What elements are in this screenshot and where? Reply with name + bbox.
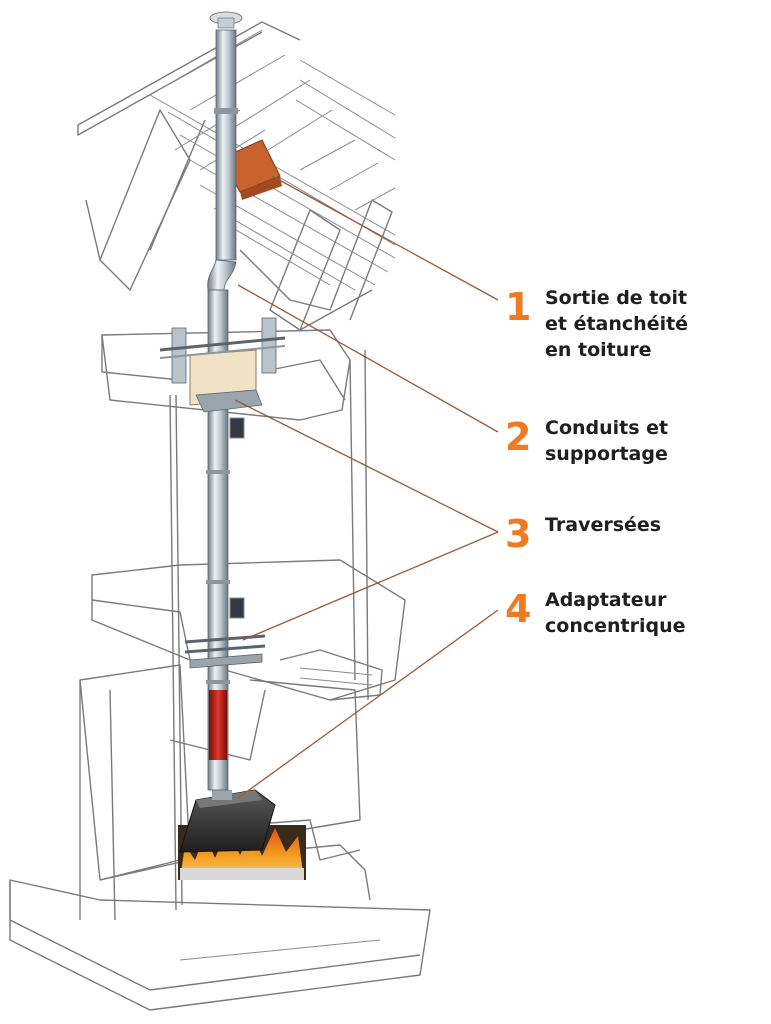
callout-number: 3 xyxy=(505,512,532,556)
callout-number: 1 xyxy=(505,285,532,329)
leader-line-1 xyxy=(271,175,499,301)
callout-label: Adaptateur concentrique xyxy=(545,589,686,637)
leader-line-3a xyxy=(234,399,499,533)
middle-slab xyxy=(91,559,406,701)
lower-traverse-support xyxy=(184,597,266,669)
upper-traverse-support xyxy=(159,317,286,439)
callout-label: Traversées xyxy=(545,514,662,536)
leader-lines xyxy=(234,175,499,799)
callout-3: 3 Traversées xyxy=(505,512,662,556)
fireplace-body xyxy=(9,664,431,1011)
leader-line-3b xyxy=(242,531,499,641)
upper-slab xyxy=(101,329,369,911)
callout-4: 4 Adaptateur concentrique xyxy=(505,587,686,639)
concentric-adapter xyxy=(179,789,276,853)
callout-number: 4 xyxy=(505,587,532,631)
callout-label: Conduits et supportage xyxy=(545,417,669,465)
callout-2: 2 Conduits et supportage xyxy=(505,415,669,467)
leader-line-2 xyxy=(237,284,499,433)
fire xyxy=(178,825,306,880)
callout-number: 2 xyxy=(505,415,532,459)
callout-label: Sortie de toit et étanchéité en toiture xyxy=(545,287,689,361)
callout-1: 1 Sortie de toit et étanchéité en toitur… xyxy=(505,285,689,363)
roof-structure xyxy=(77,21,396,331)
leader-line-4 xyxy=(237,609,499,799)
